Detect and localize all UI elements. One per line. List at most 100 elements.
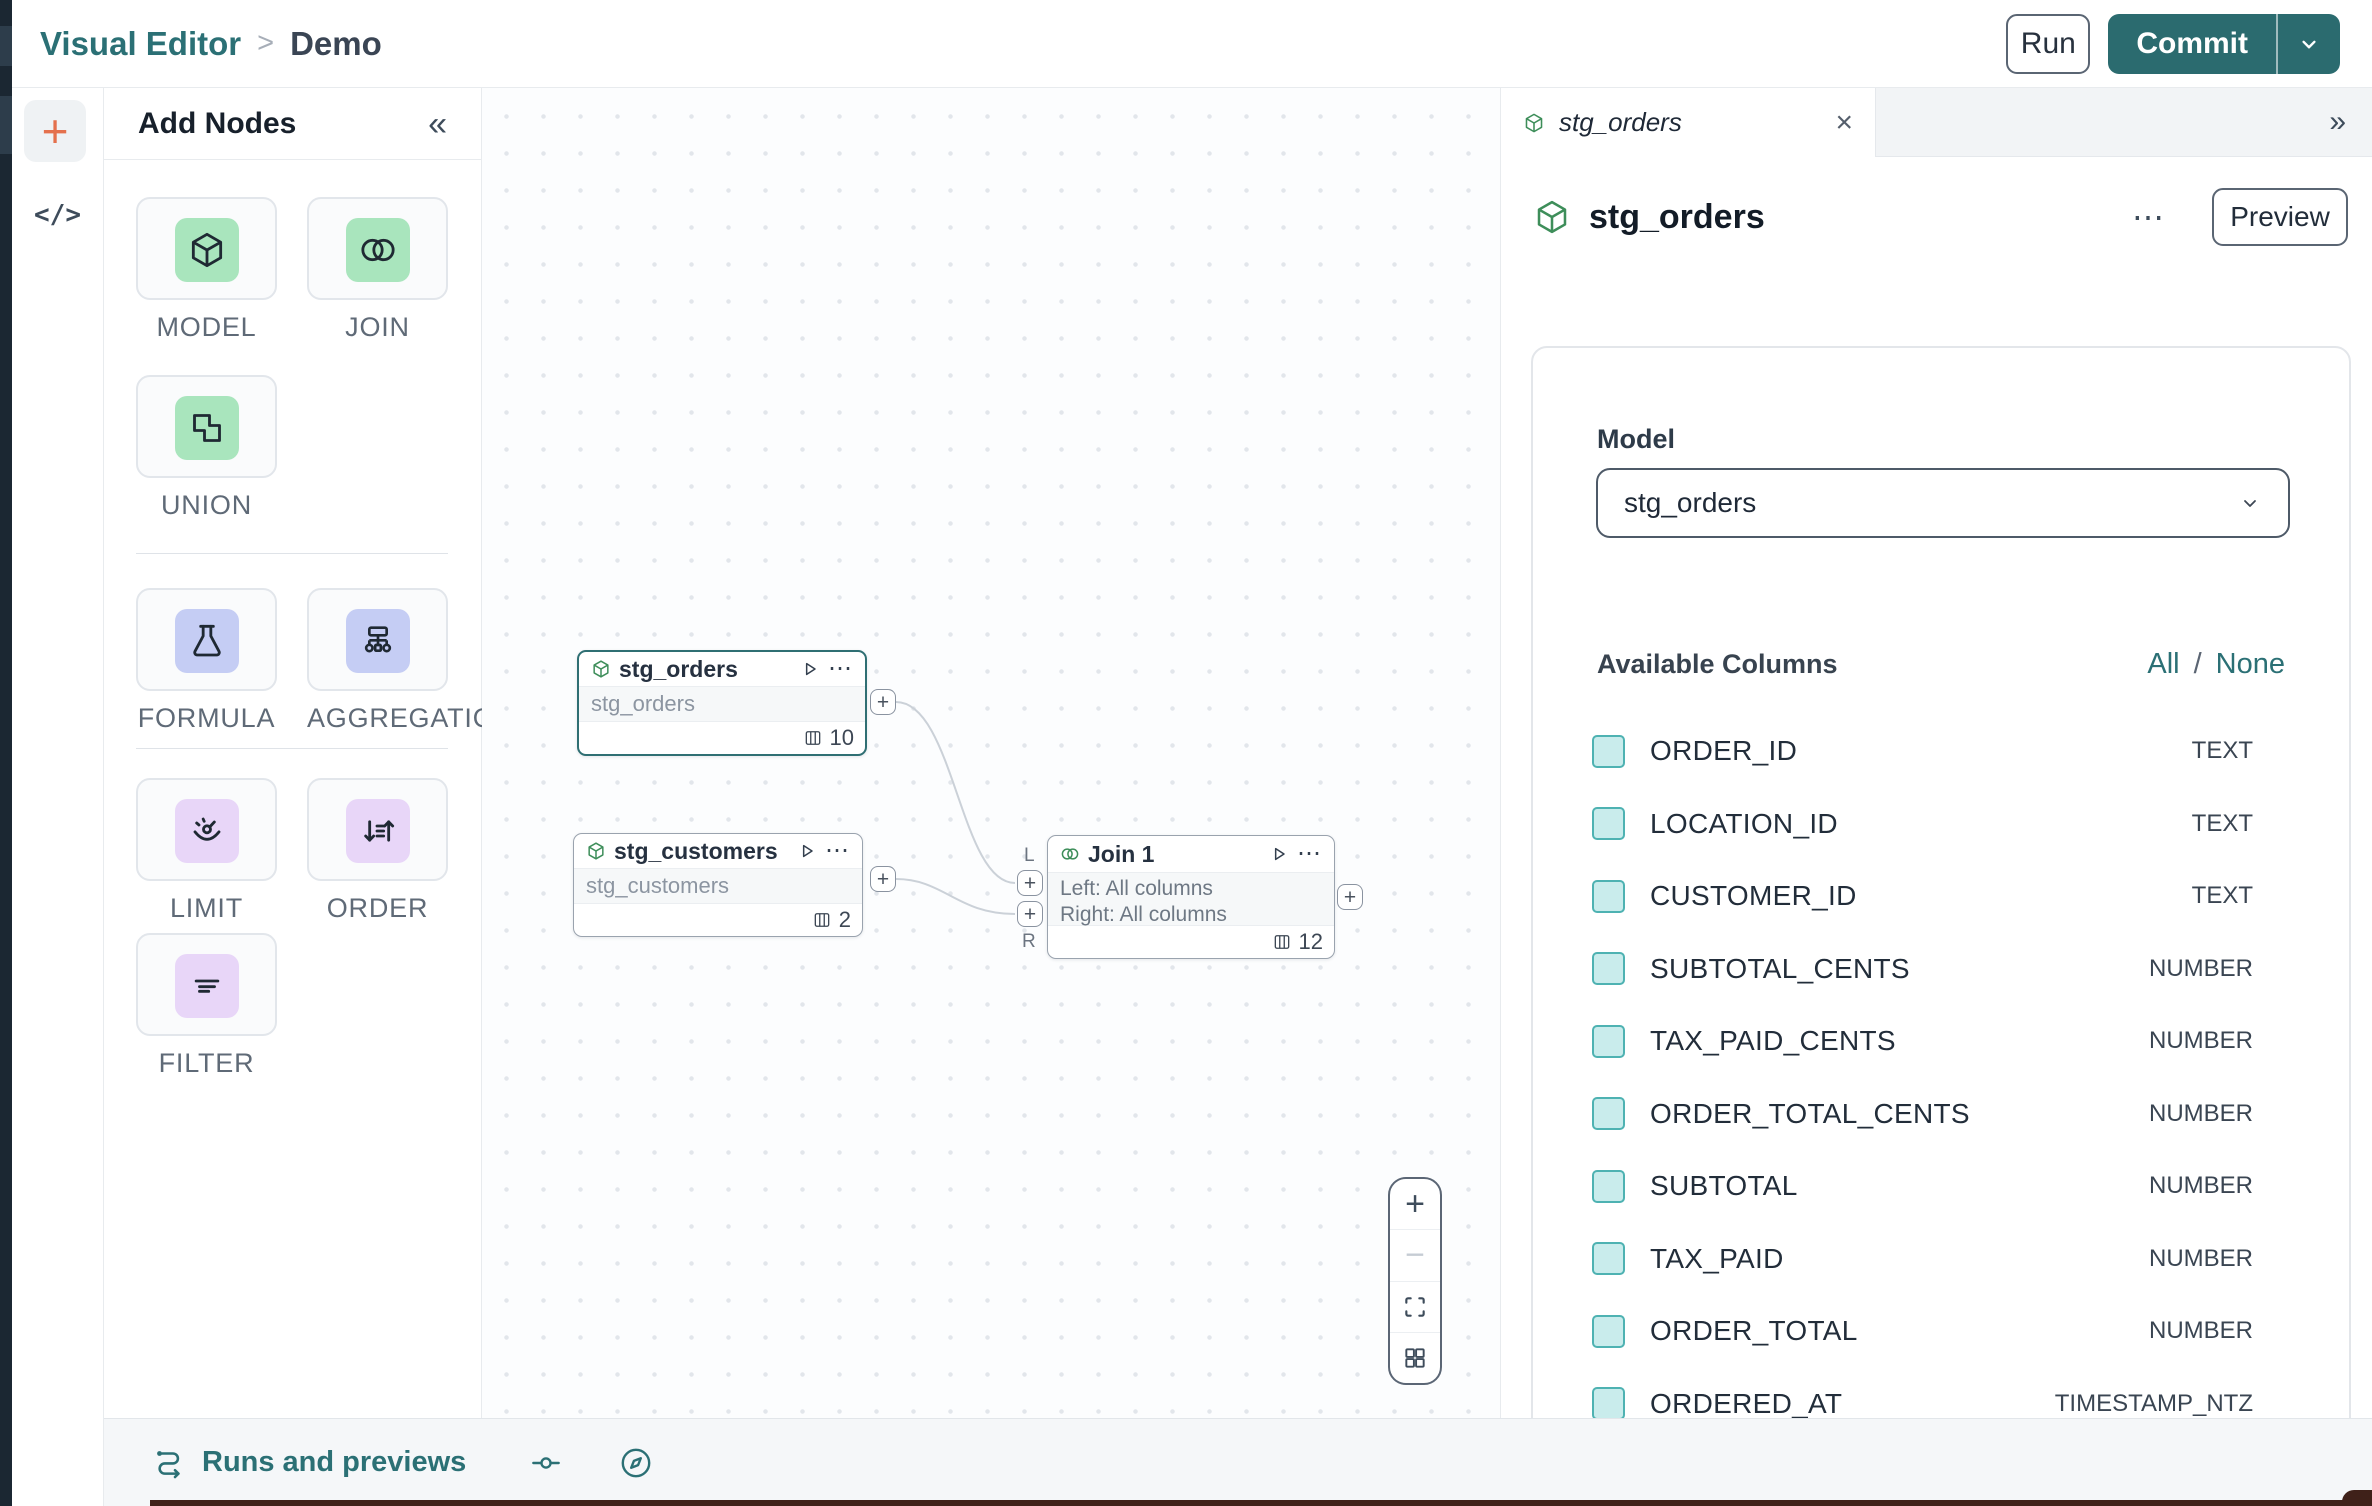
column-type: TEXT — [2191, 737, 2253, 765]
column-row: SUBTOTAL NUMBER — [1533, 1150, 2349, 1223]
output-port-stg-customers[interactable]: + — [870, 866, 896, 892]
column-checkbox[interactable] — [1592, 1242, 1625, 1276]
commit-button[interactable]: Commit — [2136, 26, 2248, 60]
edge-connections — [895, 701, 1016, 915]
compass-icon[interactable] — [618, 1445, 654, 1481]
node-footer: 10 — [579, 722, 865, 754]
filter-node-card[interactable] — [136, 933, 277, 1036]
canvas-node-join-1[interactable]: Join 1 ⋯ Left: All columns Right: All co… — [1047, 835, 1335, 959]
column-name: SUBTOTAL — [1650, 1170, 1798, 1202]
commit-dropdown-button[interactable] — [2278, 14, 2340, 74]
run-button[interactable]: Run — [2006, 13, 2091, 74]
tab-stg-orders[interactable]: stg_orders × — [1501, 88, 1876, 157]
palette-item-model[interactable]: MODEL — [136, 197, 277, 343]
flow-canvas[interactable]: stg_orders ⋯ stg_orders 10 stg_customers… — [482, 88, 1500, 1418]
node-join-config: Left: All columns Right: All columns — [1048, 872, 1334, 926]
git-commit-icon[interactable] — [530, 1447, 562, 1479]
fit-view-button[interactable] — [1390, 1282, 1440, 1333]
column-type: TEXT — [2191, 809, 2253, 837]
node-title: stg_customers — [614, 837, 778, 864]
node-subtitle: stg_customers — [574, 868, 862, 904]
column-name: ORDERED_AT — [1650, 1387, 1843, 1418]
topbar-actions: Run Commit — [2006, 13, 2340, 74]
sitemap-icon — [345, 609, 410, 673]
aggregation-node-card[interactable] — [307, 588, 448, 691]
palette-item-aggregation[interactable]: AGGREGATION — [307, 588, 515, 734]
node-menu-icon[interactable]: ⋯ — [1297, 840, 1322, 867]
palette-label: AGGREGATION — [307, 703, 515, 733]
nav-strip-segment — [0, 26, 12, 66]
order-node-card[interactable] — [307, 778, 448, 881]
output-port-stg-orders[interactable]: + — [870, 689, 896, 715]
join-node-card[interactable] — [307, 197, 448, 300]
model-node-card[interactable] — [136, 197, 277, 300]
column-checkbox[interactable] — [1592, 1387, 1625, 1418]
close-icon[interactable]: × — [1835, 105, 1853, 139]
model-select[interactable]: stg_orders — [1596, 468, 2290, 538]
column-checkbox[interactable] — [1592, 734, 1625, 768]
palette-item-order[interactable]: ORDER — [307, 778, 448, 924]
palette-item-limit[interactable]: LIMIT — [136, 778, 277, 924]
runs-and-previews-toggle[interactable]: Runs and previews — [202, 1446, 467, 1478]
column-checkbox[interactable] — [1592, 1097, 1625, 1131]
limit-node-card[interactable] — [136, 778, 277, 881]
join-left-input-port[interactable]: + — [1017, 870, 1043, 896]
palette-item-join[interactable]: JOIN — [307, 197, 448, 343]
column-row: ORDER_ID TEXT — [1533, 715, 2349, 788]
palette-label: JOIN — [345, 312, 410, 342]
column-row: ORDERED_AT TIMESTAMP_NTZ — [1533, 1368, 2349, 1418]
join-left-port-label: L — [1024, 845, 1035, 866]
join-left-line: Left: All columns — [1060, 877, 1213, 900]
palette-item-filter[interactable]: FILTER — [136, 933, 277, 1079]
expand-panel-icon[interactable]: » — [2329, 105, 2346, 138]
node-menu-icon[interactable]: ⋯ — [828, 655, 853, 682]
commit-split-button: Commit — [2108, 13, 2340, 74]
canvas-node-stg-customers[interactable]: stg_customers ⋯ stg_customers 2 — [573, 833, 863, 937]
zoom-out-button[interactable]: − — [1390, 1230, 1440, 1282]
add-node-rail-button[interactable]: + — [24, 100, 86, 162]
join-right-input-port[interactable]: + — [1017, 901, 1043, 927]
column-row: TAX_PAID_CENTS NUMBER — [1533, 1005, 2349, 1078]
column-checkbox[interactable] — [1592, 879, 1625, 913]
run-node-icon[interactable] — [797, 841, 817, 861]
available-columns-header: Available Columns All / None — [1597, 648, 2285, 681]
breadcrumb-visual-editor-link[interactable]: Visual Editor — [40, 24, 242, 62]
join-right-port-label: R — [1022, 931, 1036, 952]
column-row: SUBTOTAL_CENTS NUMBER — [1533, 933, 2349, 1006]
select-all-link[interactable]: All — [2147, 648, 2180, 680]
node-menu-icon[interactable]: ⋯ — [825, 837, 850, 864]
select-links-separator: / — [2193, 648, 2202, 680]
code-view-button[interactable]: </> — [34, 200, 81, 230]
column-checkbox[interactable] — [1592, 807, 1625, 841]
cube-icon — [1523, 112, 1545, 134]
join-right-line: Right: All columns — [1060, 903, 1227, 926]
palette-item-formula[interactable]: FORMULA — [136, 588, 277, 734]
palette-label: UNION — [161, 490, 252, 520]
column-name: ORDER_ID — [1650, 735, 1798, 767]
output-port-join[interactable]: + — [1337, 884, 1363, 910]
select-none-link[interactable]: None — [2215, 648, 2285, 680]
panel-menu-icon[interactable]: ⋯ — [2132, 199, 2164, 235]
formula-node-card[interactable] — [136, 588, 277, 691]
run-node-icon[interactable] — [800, 659, 820, 679]
column-row: CUSTOMER_ID TEXT — [1533, 860, 2349, 933]
column-checkbox[interactable] — [1592, 1314, 1625, 1348]
columns-icon — [803, 728, 823, 748]
collapse-panel-icon[interactable]: « — [428, 104, 447, 143]
run-node-icon[interactable] — [1269, 844, 1289, 864]
grid-layout-button[interactable] — [1390, 1333, 1440, 1383]
preview-button[interactable]: Preview — [2212, 188, 2348, 246]
column-checkbox[interactable] — [1592, 1169, 1625, 1203]
union-node-card[interactable] — [136, 375, 277, 478]
panel-title: stg_orders — [1589, 197, 1765, 236]
column-checkbox[interactable] — [1592, 952, 1625, 986]
node-header: Join 1 ⋯ — [1048, 836, 1334, 872]
column-type: TIMESTAMP_NTZ — [2054, 1389, 2253, 1417]
node-footer: 12 — [1048, 926, 1334, 958]
column-checkbox[interactable] — [1592, 1024, 1625, 1058]
palette-item-union[interactable]: UNION — [136, 375, 277, 521]
column-count: 10 — [829, 725, 854, 750]
canvas-node-stg-orders[interactable]: stg_orders ⋯ stg_orders 10 — [577, 650, 867, 756]
zoom-in-button[interactable]: + — [1390, 1179, 1440, 1231]
node-subtitle: stg_orders — [579, 686, 865, 722]
